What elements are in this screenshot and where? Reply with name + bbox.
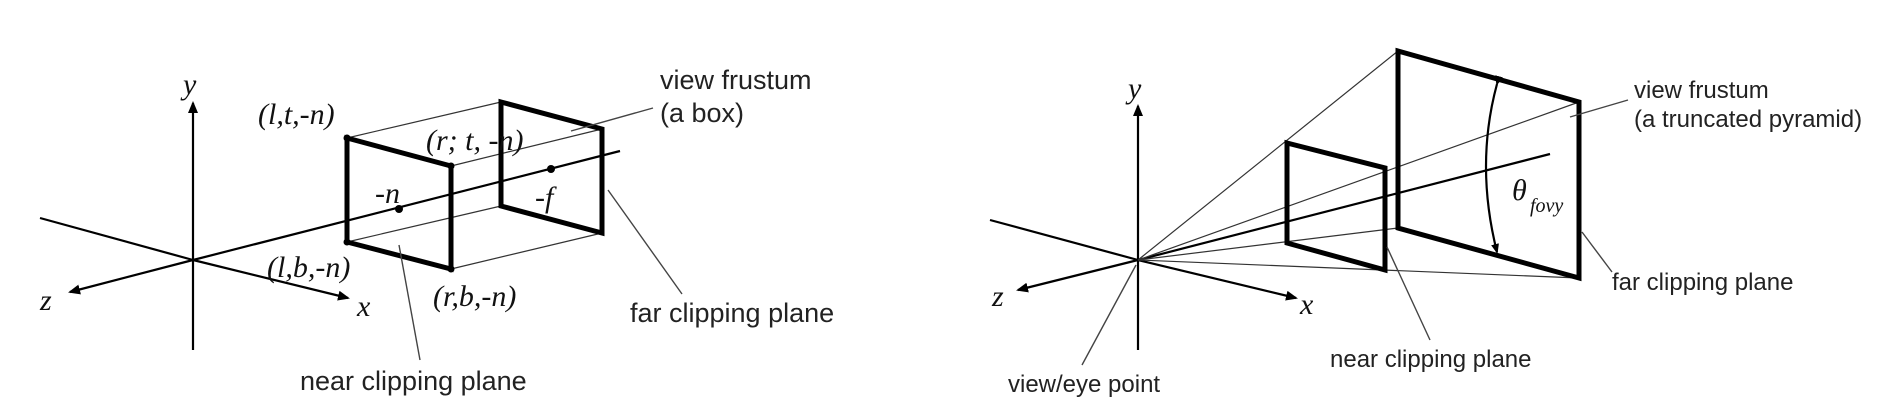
left-x-axis: [192, 258, 350, 301]
left-y-label: y: [180, 68, 197, 101]
pyramid-edge-top-right: [1137, 101, 1580, 261]
right-far-clipping-plane: [1395, 47, 1582, 282]
right-near-plane-label: near clipping plane: [1330, 346, 1531, 373]
right-y-label: y: [1125, 72, 1142, 105]
theta-symbol: θ: [1512, 174, 1527, 207]
far-center-dot: [547, 165, 555, 173]
left-z-label: z: [39, 284, 52, 317]
box-edge-bottom-right: [450, 232, 603, 270]
box-edge-top-left: [346, 101, 502, 139]
leader-far-plane-right: [1581, 231, 1613, 273]
leader-near-plane-left: [398, 244, 421, 361]
leader-view-frustum-right: [1569, 99, 1629, 118]
theta-subscript: fovy: [1530, 195, 1563, 217]
near-value-label: -n: [375, 177, 400, 210]
box-edge-top-right: [450, 128, 603, 167]
eye-point-label: view/eye point: [1008, 371, 1160, 398]
perspective-diagram: y x z θ fovy view frustum (a truncated p…: [989, 47, 1862, 398]
left-z-axis: [68, 258, 194, 295]
right-far-plane-label: far clipping plane: [1612, 269, 1793, 296]
pyramid-edge-top-left: [1137, 50, 1399, 261]
left-far-plane-label: far clipping plane: [630, 298, 834, 328]
leader-eye-point: [1081, 264, 1137, 366]
corner-label-rtn: (r; t, -n): [426, 124, 523, 157]
pyramid-edge-bottom-right: [1137, 259, 1580, 279]
right-x-axis: [1137, 258, 1298, 301]
right-view-frustum-label: view frustum: [1634, 77, 1769, 104]
right-z-axis: [1016, 258, 1139, 293]
corner-dot-ltn: [343, 134, 351, 142]
far-value-label: -f: [535, 181, 557, 214]
left-far-clipping-plane: [498, 98, 605, 237]
corner-label-rbn: (r,b,-n): [433, 280, 516, 313]
leader-view-frustum-left: [570, 107, 654, 132]
leader-near-plane-right: [1386, 246, 1431, 341]
pyramid-edge-bottom-left: [1137, 227, 1399, 261]
fovy-arc: [1484, 75, 1503, 254]
right-view-direction-line: [1137, 152, 1551, 262]
left-near-plane-label: near clipping plane: [300, 366, 527, 396]
left-x-label: x: [356, 290, 371, 323]
right-z-label: z: [991, 280, 1004, 313]
corner-dot-rbn: [447, 265, 455, 273]
orthographic-diagram: y x z (l,t,-n) (r; t, -n) (l,b,-n) (r,b,…: [39, 65, 834, 396]
near-center-dot: [395, 205, 403, 213]
right-view-frustum-sublabel: (a truncated pyramid): [1634, 106, 1862, 133]
left-view-frustum-label: view frustum: [660, 65, 812, 95]
left-negative-x-axis: [39, 216, 194, 262]
leader-far-plane-left: [607, 189, 683, 295]
left-view-frustum-sublabel: (a box): [660, 98, 744, 128]
box-edge-bottom-left: [346, 205, 502, 243]
corner-label-lbn: (l,b,-n): [267, 251, 350, 284]
right-x-label: x: [1299, 288, 1314, 321]
right-near-clipping-plane: [1284, 139, 1388, 274]
corner-dot-rtn: [447, 162, 455, 170]
right-negative-x-axis: [989, 218, 1139, 262]
corner-label-ltn: (l,t,-n): [258, 98, 335, 131]
corner-dot-lbn: [343, 238, 351, 246]
